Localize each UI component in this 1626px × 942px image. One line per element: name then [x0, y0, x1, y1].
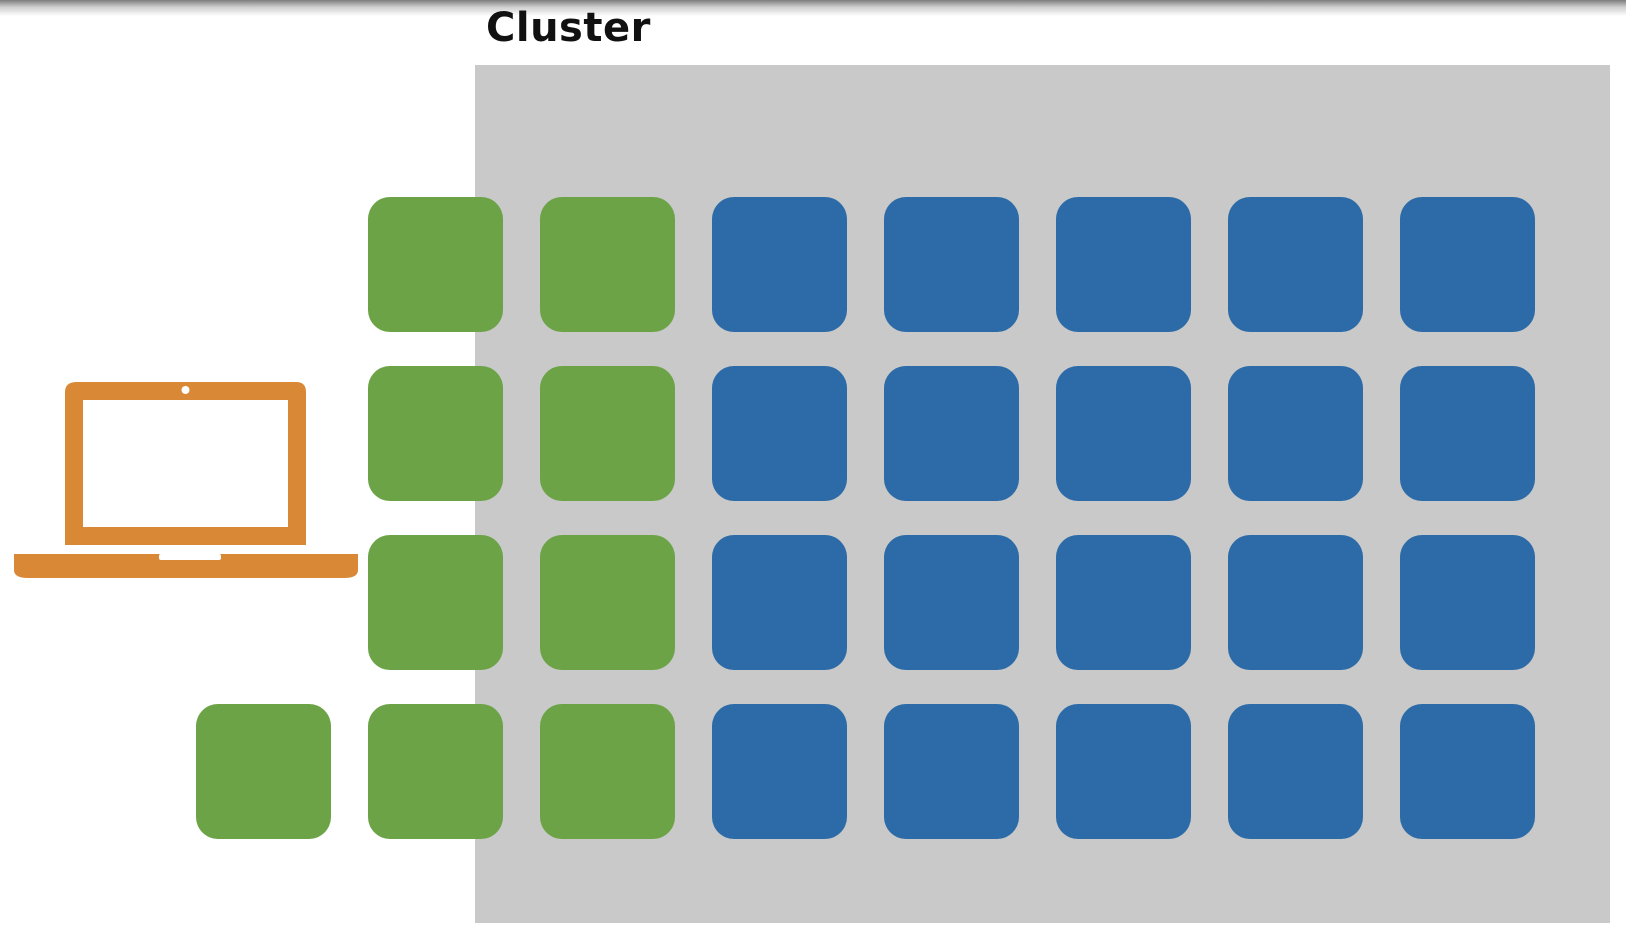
blue-node — [1228, 535, 1363, 670]
blue-node — [884, 535, 1019, 670]
blue-node — [712, 197, 847, 332]
blue-node — [1228, 197, 1363, 332]
blue-node — [1400, 366, 1535, 501]
green-node — [368, 704, 503, 839]
blue-node — [712, 366, 847, 501]
blue-node — [1056, 704, 1191, 839]
blue-node — [1056, 197, 1191, 332]
green-node — [540, 197, 675, 332]
blue-node — [1228, 704, 1363, 839]
laptop-notch — [159, 554, 221, 560]
green-node — [368, 197, 503, 332]
blue-node — [884, 366, 1019, 501]
blue-node — [1056, 535, 1191, 670]
blue-node — [712, 535, 847, 670]
green-node — [540, 704, 675, 839]
blue-node — [1056, 366, 1191, 501]
green-node — [540, 366, 675, 501]
green-node — [196, 704, 331, 839]
top-edge-shadow — [0, 0, 1626, 16]
laptop-base — [14, 554, 358, 578]
blue-node — [1400, 704, 1535, 839]
laptop-icon — [14, 382, 358, 578]
laptop-screen — [65, 382, 306, 545]
blue-node — [1228, 366, 1363, 501]
blue-node — [712, 704, 847, 839]
green-node — [540, 535, 675, 670]
cluster-title: Cluster — [486, 5, 651, 51]
blue-node — [884, 197, 1019, 332]
blue-node — [1400, 197, 1535, 332]
green-node — [368, 366, 503, 501]
blue-node — [1400, 535, 1535, 670]
laptop-camera — [181, 386, 190, 394]
green-node — [368, 535, 503, 670]
blue-node — [884, 704, 1019, 839]
